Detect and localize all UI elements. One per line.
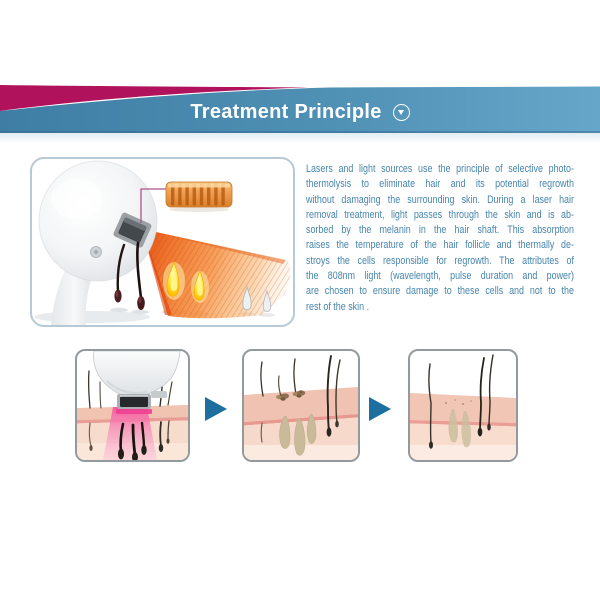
step-panel-smooth-skin (408, 349, 518, 462)
banner-magenta-ribbon (0, 85, 308, 111)
treatment-illustration-box (30, 157, 295, 327)
destroyed-follicle-icon (242, 285, 272, 312)
description-line: the 808nm light (wavelength, pulse durat… (306, 270, 574, 283)
handpiece-tip (113, 212, 152, 248)
laser-handpiece (38, 160, 158, 325)
description-line: Lasers and light sources use the princip… (306, 163, 574, 175)
arrow-right-icon (205, 397, 227, 421)
description-line: thermolysis to eliminate hair and its po… (306, 178, 574, 191)
handpiece-on-skin (93, 351, 181, 414)
description-line: without damaging the surrounding skin. D… (306, 193, 574, 206)
principle-description: Lasers and light sources use the princip… (306, 162, 574, 315)
hairs-above-skin (260, 358, 297, 397)
description-line: sorbed by the melanin in the hair shaft.… (306, 224, 574, 237)
skin-cross-section (410, 393, 516, 460)
hair-with-root-icon (114, 241, 145, 310)
step-panel-laser-applied (75, 349, 190, 462)
description-line: removal treatment, light passes through … (306, 208, 574, 221)
description-line: stroys the cells responsible for regrowt… (306, 254, 574, 267)
description-line: are chosen to ensure damage to these cel… (306, 285, 574, 298)
description-line: rest of the skin . (306, 300, 370, 313)
step-panel-follicle-damage (242, 349, 360, 462)
remaining-hairs (428, 354, 494, 449)
banner-shadow-strip (0, 133, 600, 142)
damaged-follicles (260, 413, 317, 456)
banner-title-row: Treatment Principle (0, 84, 600, 133)
description-line: raises the temperature of the hair folli… (306, 239, 574, 252)
page-title: Treatment Principle (190, 100, 382, 123)
faded-follicles (448, 409, 471, 448)
laser-handpiece-diagram (34, 160, 291, 325)
surface-dots (445, 399, 472, 405)
heated-follicle-icon (163, 261, 209, 303)
banner-blue-band (0, 86, 600, 133)
follicles-below-skin (88, 420, 170, 460)
circle-chevron-down-icon (392, 103, 410, 121)
callout-line (140, 188, 166, 223)
arrow-right-icon (369, 397, 391, 421)
laser-diode-bar (165, 181, 233, 212)
header-banner (0, 84, 600, 133)
hairs-through-skin (326, 355, 341, 437)
shed-hair-debris (276, 390, 306, 401)
